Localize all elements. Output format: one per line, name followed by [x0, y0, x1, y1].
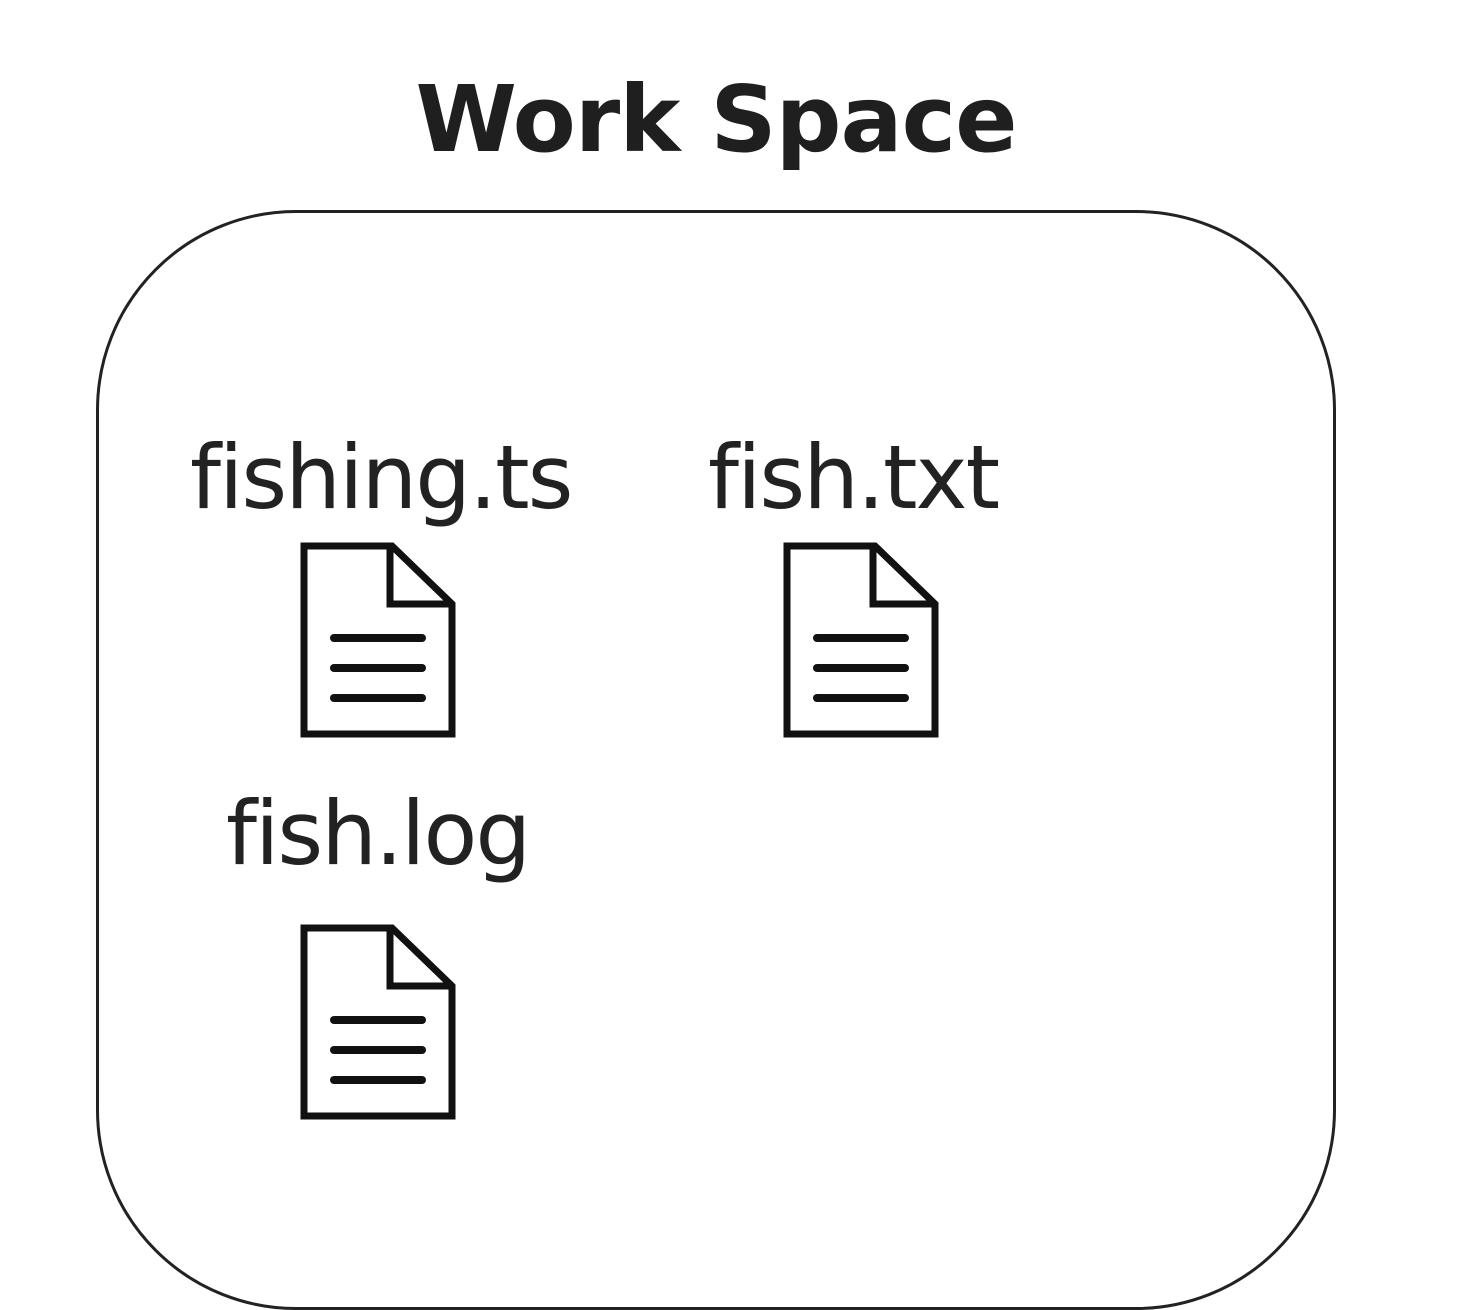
document-icon[interactable]: [783, 542, 939, 738]
page-title: Work Space: [415, 66, 1017, 173]
file-label-fish-log: fish.log: [226, 782, 531, 885]
file-label-fishing-ts: fishing.ts: [190, 426, 573, 529]
document-icon[interactable]: [300, 542, 456, 738]
workspace-container: [96, 210, 1336, 1310]
file-label-fish-txt: fish.txt: [708, 426, 1000, 529]
document-icon[interactable]: [300, 924, 456, 1120]
